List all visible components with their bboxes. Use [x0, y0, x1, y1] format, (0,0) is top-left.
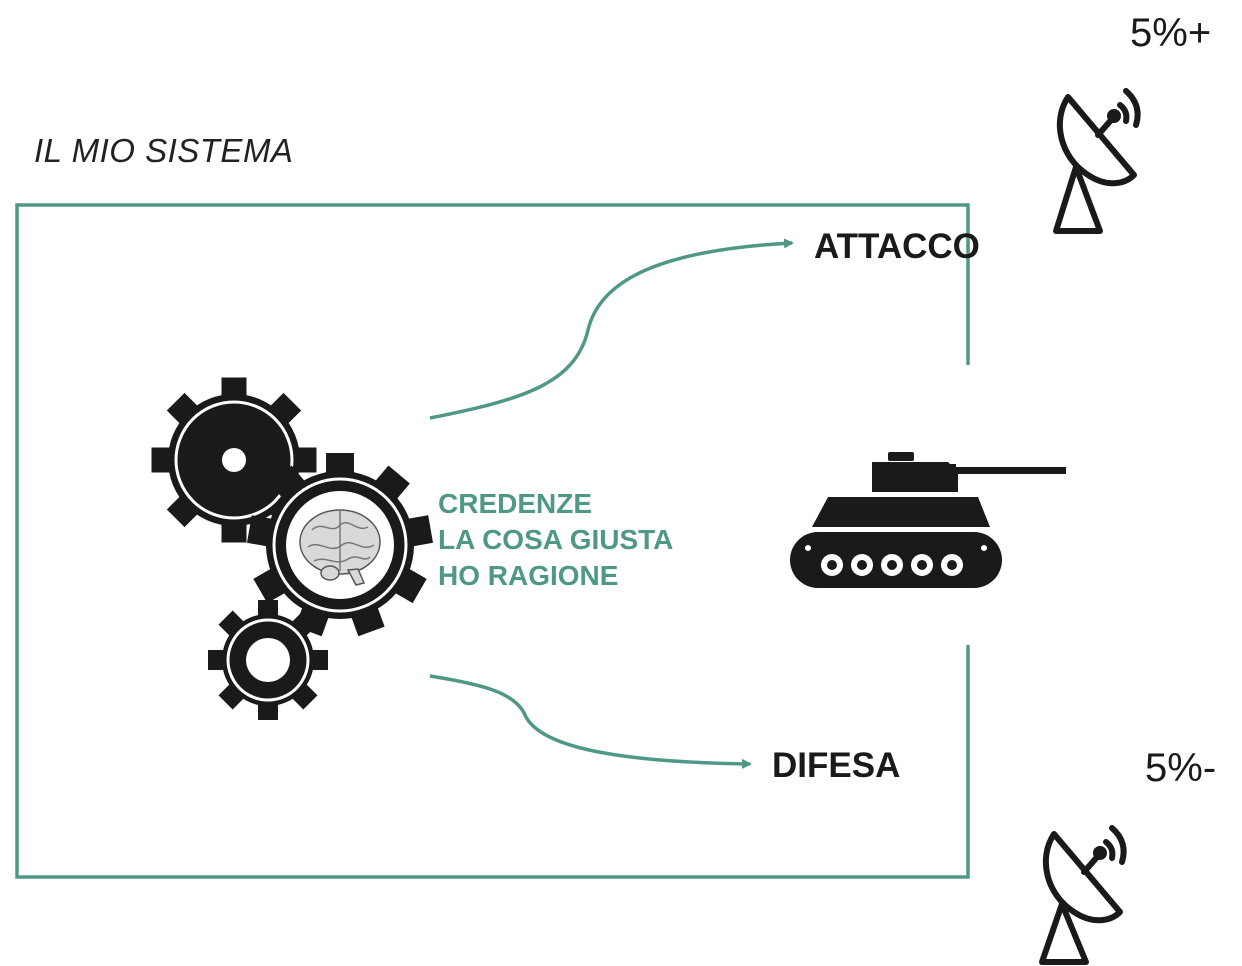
arrow-to-attacco: [429, 238, 794, 420]
belief-line: HO RAGIONE: [438, 560, 619, 591]
beliefs-list: CREDENZE LA COSA GIUSTA HO RAGIONE: [438, 486, 673, 594]
satellite-dish-icon: [1053, 88, 1141, 234]
gears-brain-icon: [151, 377, 434, 720]
outcome-attacco-label: ATTACCO: [814, 227, 980, 266]
belief-line: LA COSA GIUSTA: [438, 524, 674, 555]
percent-plus-label: 5%+: [1130, 11, 1212, 55]
system-frame: [15, 203, 970, 879]
arrow-to-difesa: [429, 674, 752, 769]
system-title: IL MIO SISTEMA: [34, 132, 294, 169]
tank-icon: [790, 452, 1066, 588]
outcome-difesa-label: DIFESA: [772, 746, 901, 785]
satellite-dish-icon: [1039, 825, 1127, 965]
percent-minus-label: 5%-: [1145, 746, 1217, 790]
belief-line: CREDENZE: [438, 488, 593, 519]
